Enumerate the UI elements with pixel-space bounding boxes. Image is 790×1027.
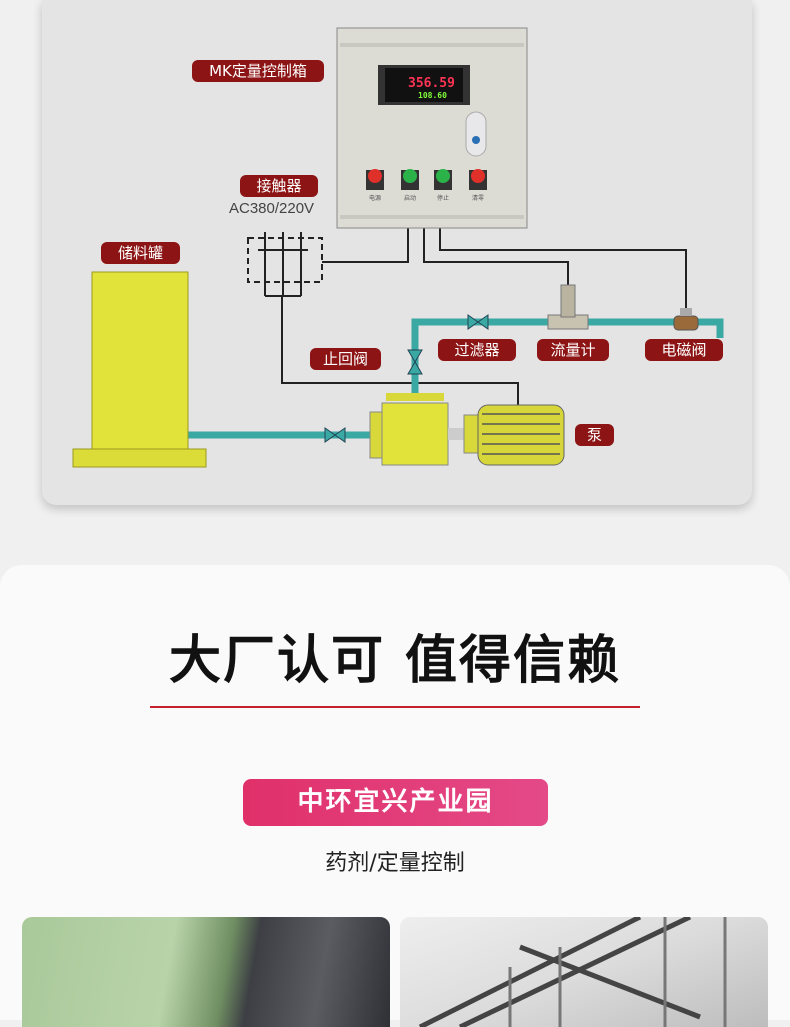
button-label: 启动 xyxy=(404,194,416,202)
label-filter: 过滤器 xyxy=(438,339,516,361)
location-badge: 中环宜兴产业园 xyxy=(243,779,548,826)
label-solenoid-valve: 电磁阀 xyxy=(645,339,723,361)
heading-divider xyxy=(150,706,640,708)
label-check-valve: 止回阀 xyxy=(310,348,381,370)
system-diagram: 356.59 108.60 电源 启动 停止 清零 xyxy=(72,27,724,468)
button-label: 电源 xyxy=(369,194,381,202)
site-photo-pipes xyxy=(400,917,768,1027)
label-tank: 储料罐 xyxy=(101,242,180,264)
section-subtitle: 药剂/定量控制 xyxy=(325,851,465,876)
display-main-value: 356.59 xyxy=(408,76,455,91)
button-label: 停止 xyxy=(437,194,449,202)
pump xyxy=(369,393,565,466)
section-heading: 大厂认可 值得信赖 xyxy=(168,631,622,691)
control-box: 356.59 108.60 电源 启动 停止 清零 xyxy=(336,27,528,229)
contactor-symbol xyxy=(247,232,323,297)
voltage-label: AC380/220V xyxy=(229,200,315,217)
label-flowmeter: 流量计 xyxy=(537,339,609,361)
label-pump: 泵 xyxy=(575,424,614,446)
pipe-rack-graphic xyxy=(418,917,727,1027)
label-contactor: 接触器 xyxy=(240,175,318,197)
display-sub-value: 108.60 xyxy=(418,91,447,100)
site-photo-tanks xyxy=(22,917,390,1027)
button-lamp xyxy=(366,169,487,190)
storage-tank xyxy=(72,271,207,468)
solenoid-valve-icon xyxy=(673,308,699,331)
button-label: 清零 xyxy=(472,194,484,202)
valve-icon xyxy=(324,314,489,443)
wiring xyxy=(281,227,687,405)
flowmeter-icon xyxy=(547,284,589,330)
label-control-box: MK定量控制箱 xyxy=(192,60,324,82)
